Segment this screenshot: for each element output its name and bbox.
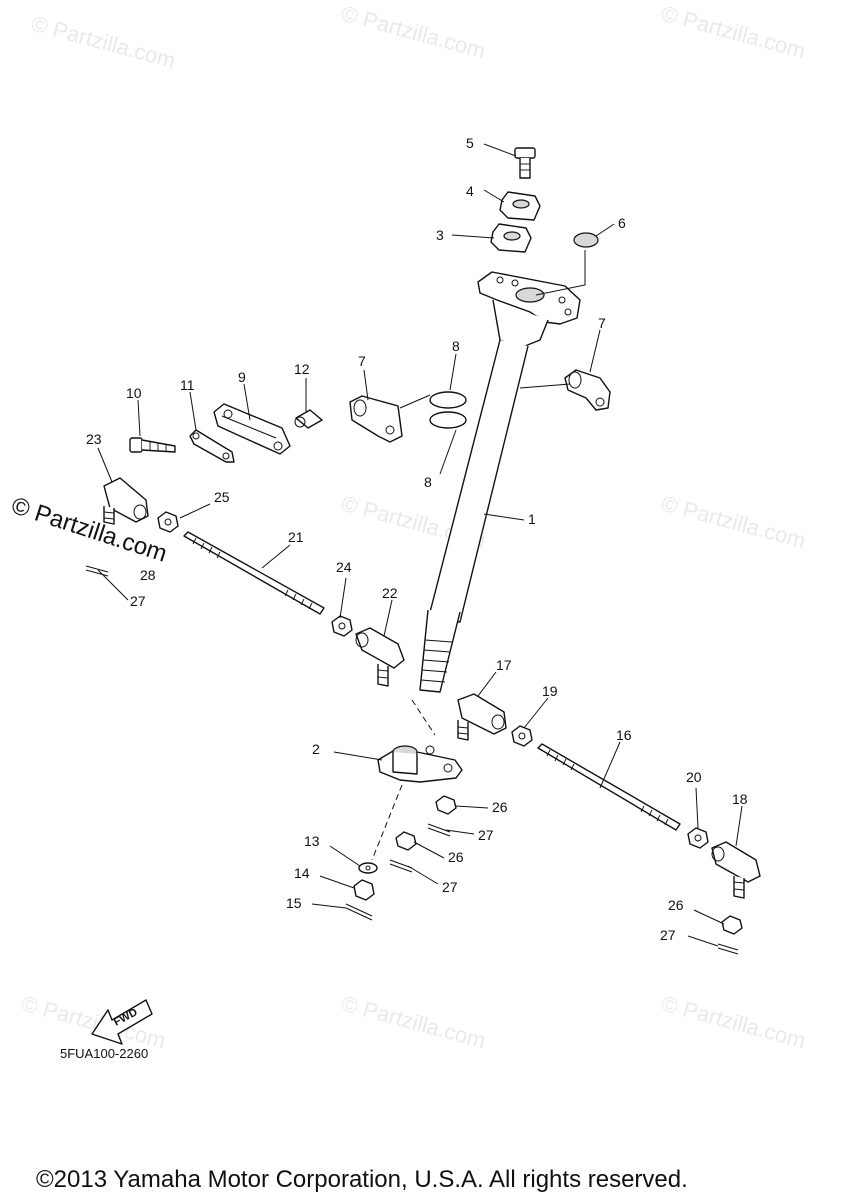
part-tie-rod-end-23 (103, 477, 149, 525)
part-bolt-10 (129, 437, 176, 453)
part-collar-7-right (564, 369, 611, 411)
part-tie-rod-end-17 (457, 693, 507, 741)
callout-3: 3 (436, 227, 444, 243)
part-holder-lower-3 (490, 223, 532, 253)
part-cap-6 (573, 232, 599, 248)
part-washer-13 (358, 862, 378, 874)
callout-24: 24 (336, 559, 352, 575)
callout-4: 4 (466, 183, 474, 199)
part-lock-washer-11 (189, 429, 235, 463)
watermark-text: © Partzilla.com (659, 1, 809, 64)
tie-rod-16-threads (546, 749, 669, 826)
part-bolt-5 (514, 147, 536, 179)
callout-27-right: 27 (660, 927, 676, 943)
callout-28: 28 (140, 567, 156, 583)
part-collar-7-left (349, 395, 403, 443)
part-tie-rod-end-18 (711, 841, 761, 899)
callout-7-right: 7 (598, 315, 606, 331)
part-tie-rod-16 (537, 743, 681, 831)
part-tie-rod-21 (183, 531, 325, 615)
callout-2: 2 (312, 741, 320, 757)
callout-26-middle: 26 (448, 849, 464, 865)
callout-labels: 5 4 3 6 7 8 8 7 12 9 11 10 23 25 21 1 28… (86, 135, 748, 943)
callout-1: 1 (528, 511, 536, 527)
part-plate-9 (213, 403, 291, 455)
callout-20: 20 (686, 769, 702, 785)
part-nut-19 (511, 725, 533, 747)
watermark-layer: © Partzilla.com © Partzilla.com © Partzi… (19, 1, 809, 1054)
watermark-text: © Partzilla.com (29, 11, 179, 74)
part-nut-24 (331, 615, 353, 637)
callout-8-bottom: 8 (424, 474, 432, 490)
part-holder-upper-4 (499, 191, 541, 221)
part-nut-25 (157, 511, 179, 533)
callout-22: 22 (382, 585, 398, 601)
watermark-text: © Partzilla.com (659, 491, 809, 554)
watermark-text: © Partzilla.com (339, 1, 489, 64)
copyright-notice: ©2013 Yamaha Motor Corporation, U.S.A. A… (36, 1166, 688, 1193)
part-cotter-pin-27 (85, 565, 739, 955)
watermark-text: © Partzilla.com (659, 991, 809, 1054)
callout-9: 9 (238, 369, 246, 385)
part-tie-rod-end-22 (355, 627, 405, 687)
callout-25: 25 (214, 489, 230, 505)
leader-lines (97, 143, 743, 947)
callout-17: 17 (496, 657, 512, 673)
part-steering-shaft (411, 271, 581, 736)
callout-26-right: 26 (668, 897, 684, 913)
callout-14: 14 (294, 865, 310, 881)
callout-27-middle: 27 (442, 879, 458, 895)
part-nut-26 (395, 795, 743, 935)
callout-21: 21 (288, 529, 304, 545)
callout-16: 16 (616, 727, 632, 743)
callout-10: 10 (126, 385, 142, 401)
watermark-text: © Partzilla.com (339, 991, 489, 1054)
diagram-code: 5FUA100-2260 (60, 1046, 148, 1061)
callout-12: 12 (294, 361, 310, 377)
callout-15: 15 (286, 895, 302, 911)
callout-11: 11 (180, 377, 195, 393)
callout-6: 6 (618, 215, 626, 231)
tie-rod-21-threads (192, 537, 313, 610)
part-cotter-pin-15 (345, 903, 373, 921)
callout-23: 23 (86, 431, 102, 447)
part-nut-14 (353, 879, 375, 901)
callout-13: 13 (304, 833, 320, 849)
callout-26-upper: 26 (492, 799, 508, 815)
callout-7-left: 7 (358, 353, 366, 369)
callout-27-left: 27 (130, 593, 146, 609)
callout-5: 5 (466, 135, 474, 151)
part-pitman-arm (371, 745, 463, 861)
part-seal-8 (429, 391, 467, 429)
part-nut-20 (687, 827, 709, 849)
callout-18: 18 (732, 791, 748, 807)
callout-8-top: 8 (452, 338, 460, 354)
callout-27-upper: 27 (478, 827, 494, 843)
part-collar-12 (294, 409, 323, 429)
callout-19: 19 (542, 683, 558, 699)
